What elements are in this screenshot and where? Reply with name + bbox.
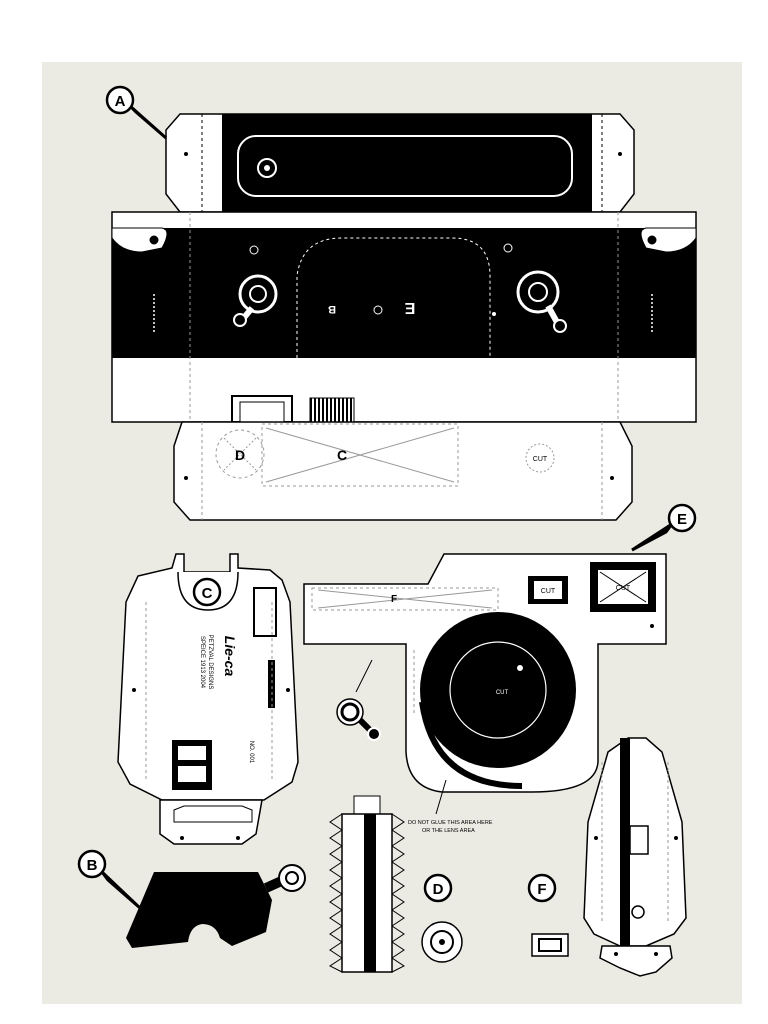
callout-label-d: D: [433, 881, 444, 898]
part-a-cut-label: CUT: [533, 456, 548, 463]
part-c-serial: NO. 001: [248, 741, 254, 764]
part-a-body-wrap: B E: [111, 211, 697, 423]
callout-label-f: F: [537, 881, 546, 898]
part-a-mark-b: B: [328, 303, 336, 315]
callout-b: B: [77, 849, 142, 910]
part-a-mark-e: E: [404, 299, 415, 316]
callout-e: E: [631, 503, 697, 552]
callout-f: F: [527, 873, 557, 903]
part-a-top-plate: [165, 113, 635, 213]
callout-c: C: [192, 577, 222, 607]
part-e-front-plate: F CUT CUT CUT: [303, 553, 667, 793]
part-c-side-panel: Lie-ca PETZVAL DESIGNS SPEICE 1913 2004 …: [117, 553, 299, 845]
part-b-base-plate: [126, 864, 306, 948]
callout-a: A: [105, 85, 167, 140]
right-side-panel: [583, 737, 687, 977]
note-leader-line: [435, 779, 447, 815]
glue-note-line-1: DO NOT GLUE THIS AREA HERE: [408, 820, 493, 826]
camera-template-diagram: B E D C CUT L: [77, 85, 697, 977]
lens-ring-piece: [336, 659, 381, 741]
part-e-cut-small: CUT: [541, 588, 556, 595]
part-c-line-2: SPEICE 1913 2004: [199, 636, 205, 689]
part-c-brand: Lie-ca: [222, 636, 238, 677]
part-c-line-1: PETZVAL DESIGNS: [207, 635, 213, 690]
callout-label-c: C: [202, 585, 213, 602]
callout-d: D: [423, 873, 453, 903]
part-e-f-label: F: [391, 594, 397, 605]
panel-label-c: C: [337, 447, 347, 463]
papercraft-sheet: B E D C CUT L: [42, 62, 742, 1004]
part-f-window-piece: [531, 933, 569, 957]
callout-label-b: B: [87, 857, 98, 874]
lens-cut-label: CUT: [496, 690, 509, 696]
callout-label-e: E: [677, 511, 687, 528]
part-a-bottom-plate: D C CUT: [173, 421, 633, 521]
part-e-cut-large: CUT: [616, 585, 631, 592]
panel-label-d: D: [235, 447, 245, 463]
callout-label-a: A: [115, 93, 126, 110]
part-d-strip: [329, 795, 463, 973]
glue-note-line-2: OR THE LENS AREA: [422, 828, 475, 834]
